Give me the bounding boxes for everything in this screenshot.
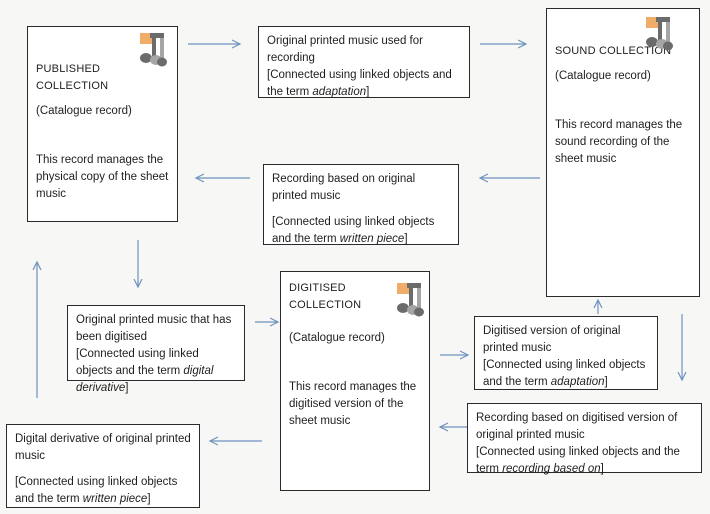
sound-description: This record manages the sound recording …: [555, 119, 683, 165]
link-term: recording based on: [502, 463, 601, 475]
published-description: This record manages the physical copy of…: [36, 154, 169, 200]
link-connection: [Connected using linked objects and the …: [267, 69, 452, 98]
link-text: Digital derivative of original printed m…: [15, 433, 191, 462]
published-title: PUBLISHED COLLECTION: [36, 63, 109, 92]
link-digitised-version-of-original: Digitised version of original printed mu…: [474, 316, 658, 390]
link-text: Recording based on original printed musi…: [272, 173, 416, 202]
published-record: (Catalogue record): [36, 105, 132, 117]
link-term: adaptation: [550, 376, 605, 388]
sound-collection-box: SOUND COLLECTION (Catalogue record) This…: [546, 8, 700, 297]
music-note-icon: [140, 33, 167, 67]
link-original-for-recording: Original printed music used for recordin…: [258, 26, 470, 98]
digitised-description: This record manages the digitised versio…: [289, 381, 417, 427]
link-recording-based-on-digitised: Recording based on digitised version of …: [467, 403, 702, 475]
link-term: written piece: [339, 233, 405, 245]
link-text: Digitised version of original printed mu…: [483, 325, 621, 354]
link-text: Original printed music used for recordin…: [267, 35, 423, 64]
link-term: adaptation: [312, 86, 367, 98]
link-connection: [Connected using linked objects and the …: [483, 359, 646, 388]
link-original-digitised: Original printed music that has been dig…: [67, 305, 245, 394]
music-note-icon: [397, 283, 424, 317]
link-digital-derivative-of-original: Digital derivative of original printed m…: [6, 424, 200, 508]
link-term: written piece: [82, 493, 148, 505]
link-text: Original printed music that has been dig…: [76, 314, 232, 343]
link-connection: [Connected using linked objects and the …: [272, 216, 435, 245]
link-connection: [Connected using linked objects and the …: [476, 446, 680, 475]
link-recording-based-on-original: Recording based on original printed musi…: [263, 164, 459, 245]
digitised-record: (Catalogue record): [289, 332, 385, 344]
link-term: digital derivative: [76, 365, 214, 394]
sound-record: (Catalogue record): [555, 70, 651, 82]
link-connection: [Connected using linked objects and the …: [76, 348, 214, 394]
link-text: Recording based on digitised version of …: [476, 412, 678, 441]
digitised-title: DIGITISED COLLECTION: [289, 282, 362, 311]
link-connection: [Connected using linked objects and the …: [15, 476, 178, 505]
sound-title: SOUND COLLECTION: [555, 45, 672, 57]
music-note-icon: [646, 17, 673, 51]
published-collection-box: PUBLISHED COLLECTION (Catalogue record) …: [27, 26, 178, 222]
